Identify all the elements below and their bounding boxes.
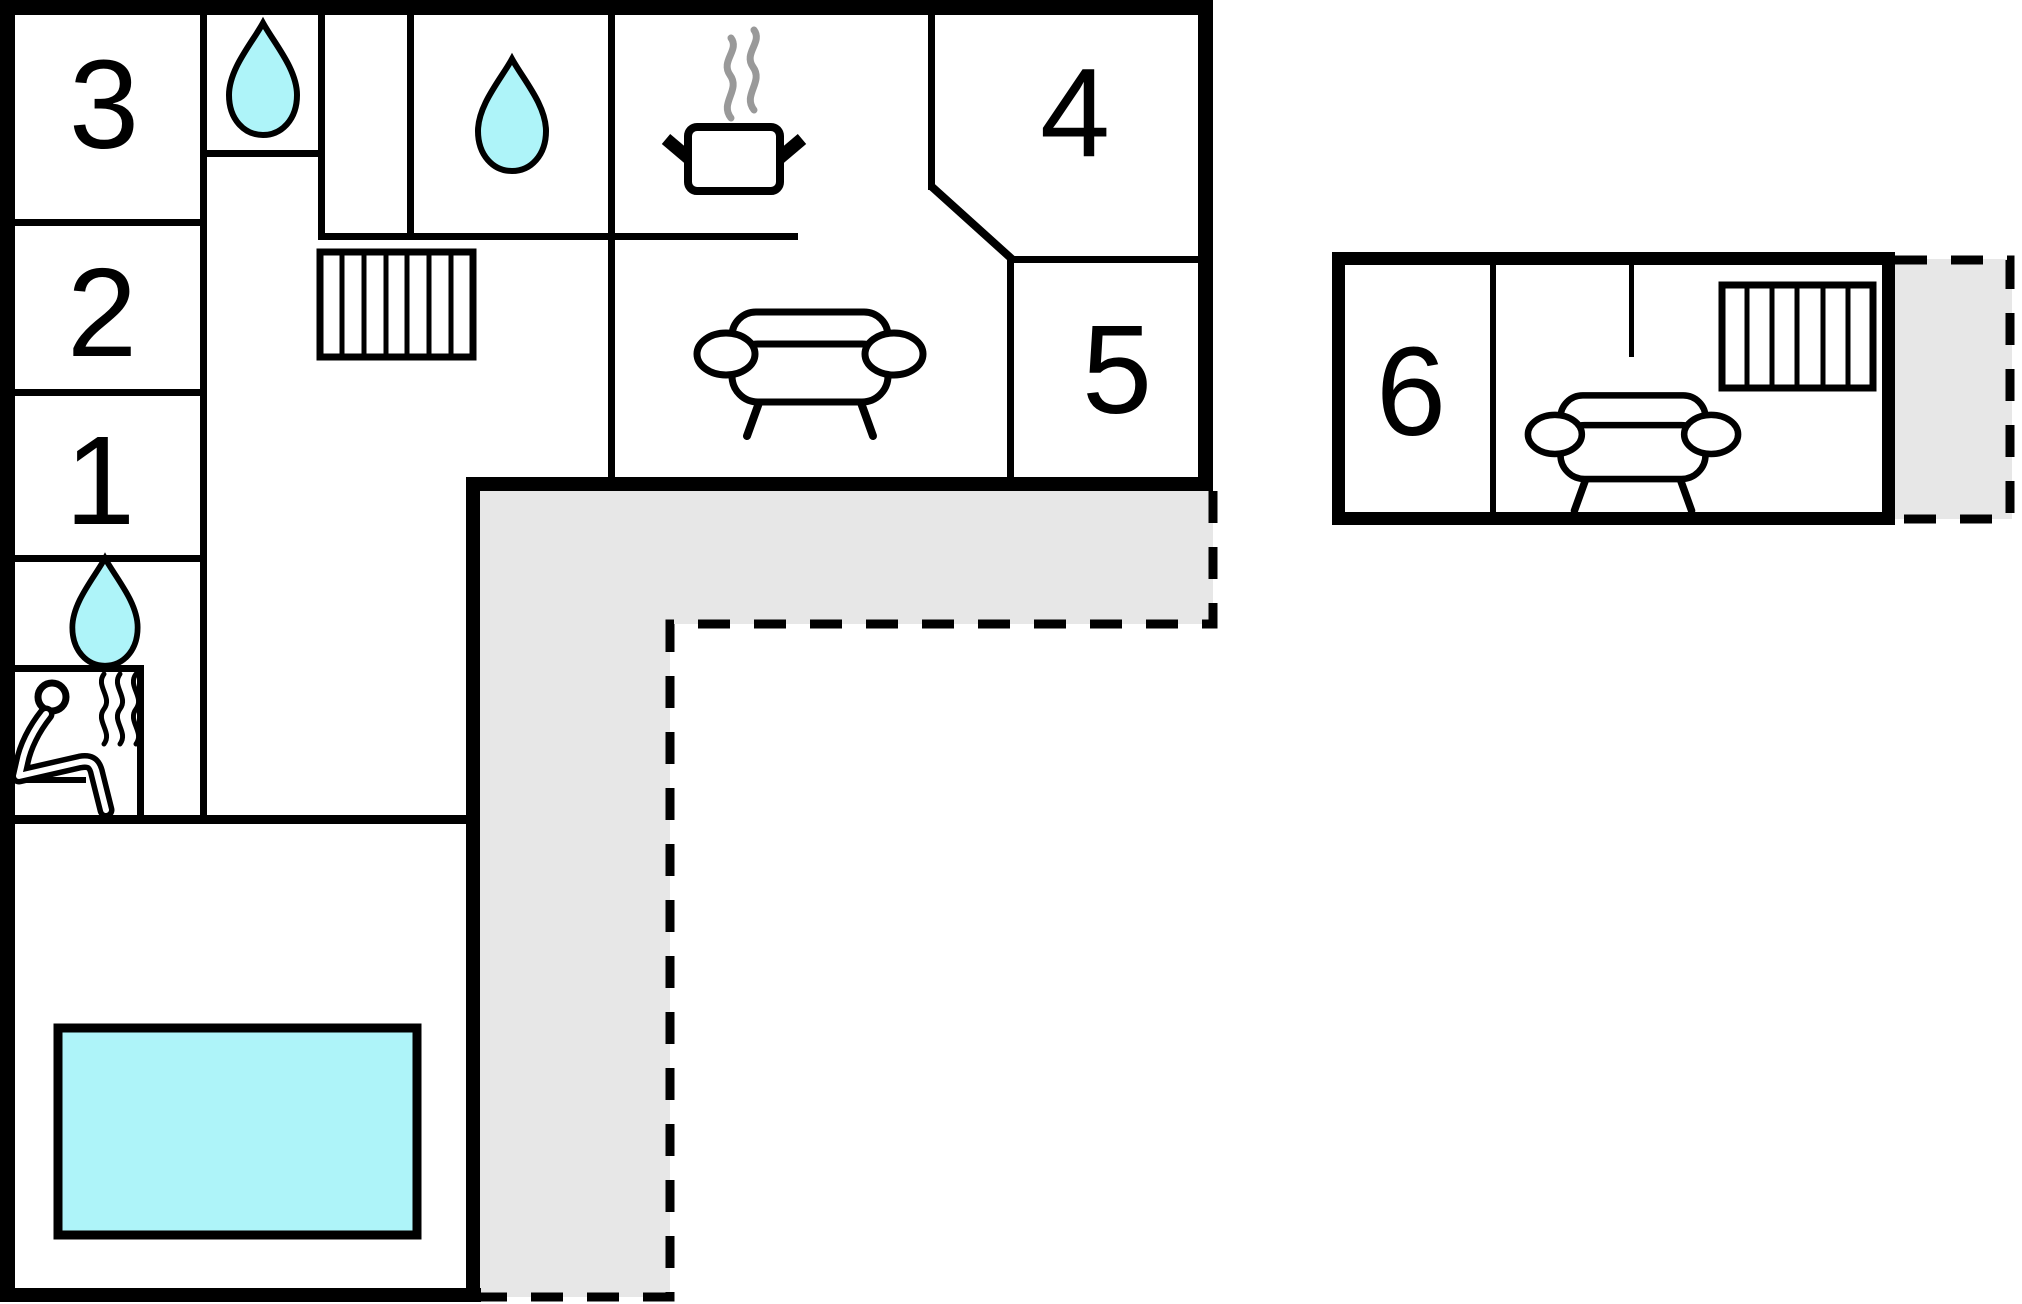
sofa-icon: [1528, 395, 1738, 510]
annex-wall-right: [1882, 252, 1895, 525]
cooking-pot-icon: [661, 26, 807, 195]
annex-wall-partial-partition: [1629, 265, 1634, 357]
room-label-2: 2: [67, 242, 137, 383]
pool: [53, 1023, 422, 1240]
wall-wc-bottom: [200, 150, 325, 157]
terrace-area: [480, 259, 2012, 1297]
annex-wall-top: [1332, 252, 1895, 265]
wall-wc-right: [318, 15, 325, 240]
wall-bottom-pool-room: [0, 1288, 481, 1302]
wall-left: [0, 0, 15, 1302]
terrace-annex: [1895, 259, 2012, 519]
wall-kitchen-left: [608, 15, 615, 483]
wall-sauna-top: [0, 665, 144, 672]
sauna-steam-icon: [98, 671, 142, 747]
terrace-dashed-border: [480, 255, 2015, 1302]
steam-icon: [723, 26, 760, 122]
wall-top: [0, 0, 1213, 15]
annex-wall-left: [1332, 252, 1345, 525]
wall-room3-room2: [0, 219, 207, 226]
wall-corridor-left: [200, 15, 207, 818]
wall-room5-top: [1007, 256, 1198, 263]
sauna-person-icon: [10, 671, 142, 819]
room-label-3: 3: [69, 34, 139, 175]
wall-bottom-upper-section: [466, 477, 1213, 491]
main-building-walls: [0, 0, 1213, 1302]
sauna-cabin-walls: [0, 665, 144, 820]
terrace-main-dashed-edge: [480, 491, 1218, 1302]
room-label-4: 4: [1040, 42, 1110, 183]
annex-wall-bottom: [1332, 512, 1895, 525]
wall-kitchen-bottom: [318, 233, 798, 240]
annex-building-walls: [1332, 252, 1895, 525]
water-drop-icon: [72, 558, 137, 666]
terrace-main-strip: [480, 490, 670, 1297]
room-label-6: 6: [1376, 321, 1446, 462]
stairs-icon: [1718, 281, 1877, 392]
wall-room2-room1: [0, 389, 207, 396]
water-drop-icon: [478, 59, 546, 171]
annex-wall-room6-right: [1490, 262, 1496, 515]
wall-closet-right: [407, 15, 414, 240]
room-label-5: 5: [1082, 299, 1152, 440]
wall-right-upper: [1198, 0, 1213, 491]
wall-room4-left: [928, 15, 935, 190]
sauna-person-body-core: [16, 711, 109, 813]
terrace-annex-dashed-edge: [1895, 255, 2015, 524]
water-drop-icon: [229, 23, 297, 135]
room-label-1: 1: [65, 410, 135, 551]
wall-terrace-left: [466, 477, 480, 1302]
sofa-icon: [697, 312, 923, 436]
stairs-icon: [316, 248, 477, 361]
wall-above-pool-room: [0, 815, 473, 824]
wall-room5-left: [1007, 256, 1014, 478]
pot-body: [684, 123, 784, 195]
wall-sauna-right: [137, 665, 144, 820]
wall-room4-diagonal: [928, 183, 1016, 263]
